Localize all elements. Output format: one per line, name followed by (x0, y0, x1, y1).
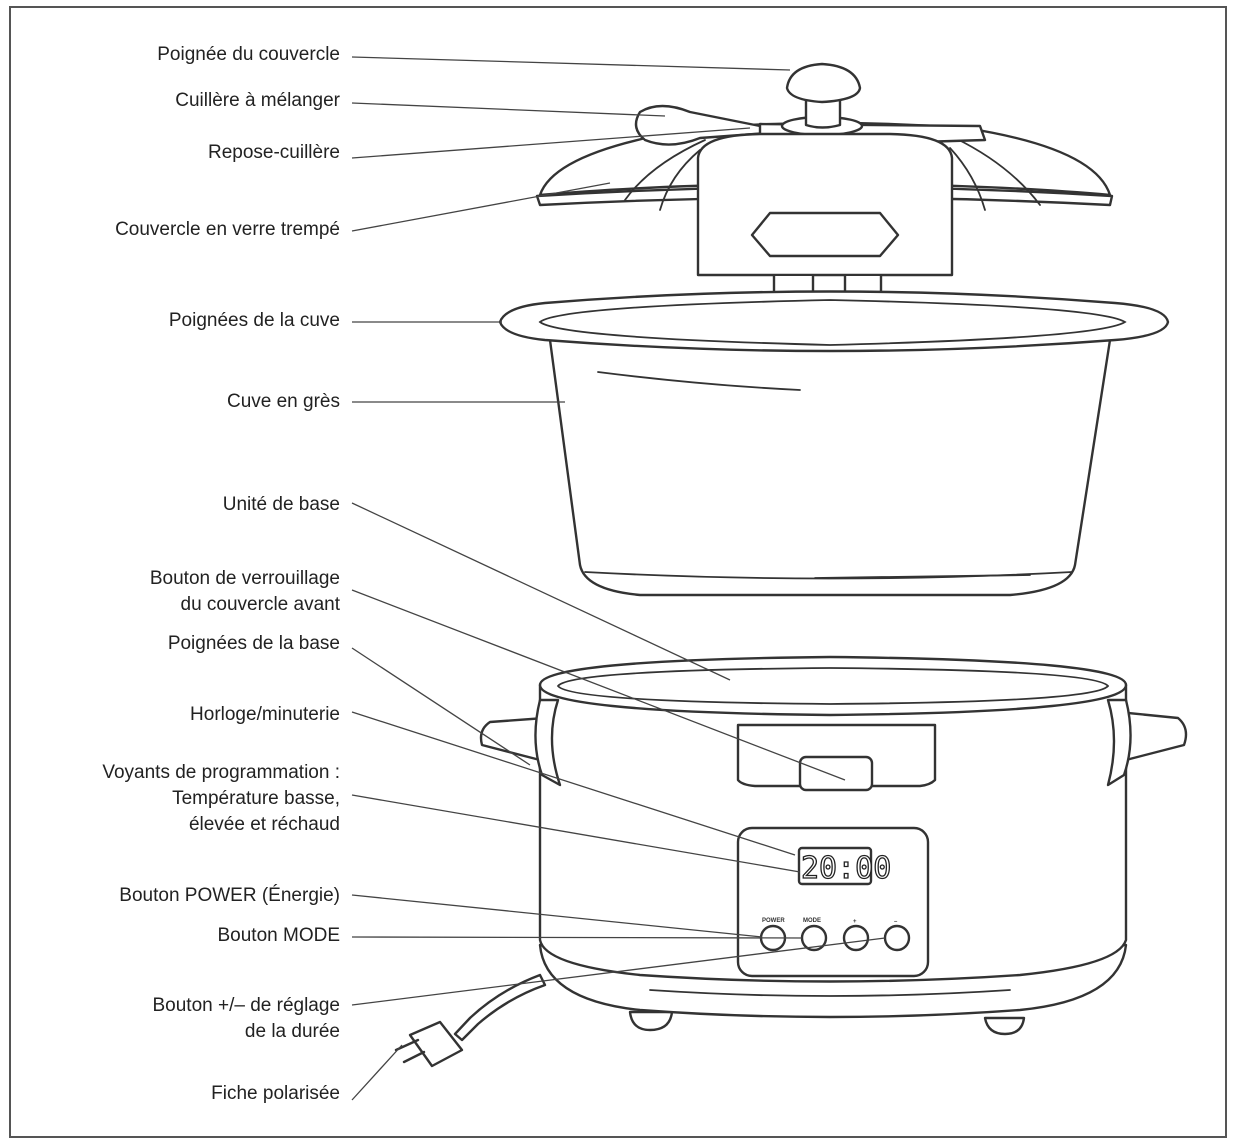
label-fiche: Fiche polarisée (211, 1083, 340, 1104)
base-handle-wing-left (534, 698, 562, 787)
plus-button[interactable] (842, 924, 870, 952)
label-poignee-couvercle: Poignée du couvercle (157, 44, 340, 65)
polarized-plug (408, 1020, 464, 1068)
lid-reflection (624, 139, 706, 201)
base-foot (983, 1016, 1026, 1036)
label-cuve-gres: Cuve en grès (226, 391, 340, 412)
label-bouton-power: Bouton POWER (Énergie) (119, 885, 340, 906)
stoneware-crock (548, 338, 1112, 597)
clock-display (797, 846, 873, 886)
label-repose-cuillere: Repose-cuillère (207, 142, 340, 163)
lid-knob-stem (804, 94, 842, 129)
lid-group (535, 62, 1114, 298)
base-band-highlight (649, 989, 1011, 997)
crock-highlight (597, 371, 801, 391)
leader-voyants (351, 794, 801, 873)
lid-knob (785, 62, 862, 104)
leader-bouton-mode (351, 936, 803, 939)
label-horloge: Horloge/minuterie (190, 704, 340, 725)
base-group: 20:00 POWER MODE + – (394, 655, 1188, 1068)
leader-couvercle-verre (351, 182, 611, 232)
minus-button-label: – (894, 919, 898, 925)
mode-button-label: MODE (803, 918, 821, 924)
label-bouton-plus-moins: Bouton +/– de réglage de la durée (152, 995, 340, 1042)
label-bouton-verrouillage: Bouton de verrouillage du couvercle avan… (149, 568, 340, 615)
label-poignees-cuve: Poignées de la cuve (168, 310, 340, 331)
base-unit-rim (538, 655, 1128, 717)
label-poignees-base: Poignées de la base (167, 633, 340, 654)
leader-lines (351, 56, 886, 1101)
leader-horloge (351, 711, 796, 856)
base-foot (628, 1010, 674, 1032)
base-latch-plate (736, 723, 937, 788)
lid-reflection (954, 137, 1041, 206)
crock-highlight (814, 574, 1031, 579)
label-voyants: Voyants de programmation : Température b… (102, 762, 340, 835)
clock-display-time: 20:00 (801, 851, 891, 886)
leader-repose-cuillere (351, 127, 751, 159)
lid-reflection (659, 149, 701, 211)
label-cuillere: Cuillère à mélanger (175, 90, 340, 111)
label-bouton-mode: Bouton MODE (217, 925, 341, 946)
leader-fiche (351, 1044, 403, 1101)
power-button-label: POWER (762, 918, 785, 924)
lid-reflection (949, 147, 986, 211)
leader-poignee-couvercle (351, 56, 791, 71)
base-handle-wing-right (1106, 698, 1132, 787)
leader-unite-base (351, 502, 731, 681)
front-lock-button (798, 755, 874, 792)
leader-bouton-power (351, 894, 763, 938)
label-unite-base: Unité de base (222, 494, 340, 515)
plug-prong (402, 1050, 426, 1064)
base-handle-right (1116, 710, 1188, 764)
power-cord (453, 973, 547, 1042)
label-couvercle-verre: Couvercle en verre trempé (115, 219, 340, 240)
crock-group (498, 290, 1170, 597)
minus-button[interactable] (883, 924, 911, 952)
crock-inner-rim (538, 299, 1127, 346)
lid-latch-handle (750, 211, 900, 258)
plus-button-label: + (853, 919, 857, 925)
leader-bouton-verrouillage (351, 589, 846, 781)
base-inner-rim (556, 667, 1110, 705)
leader-bouton-plus-moins (351, 937, 886, 1006)
leader-poignees-base (351, 647, 531, 766)
leader-cuillere (351, 102, 666, 117)
